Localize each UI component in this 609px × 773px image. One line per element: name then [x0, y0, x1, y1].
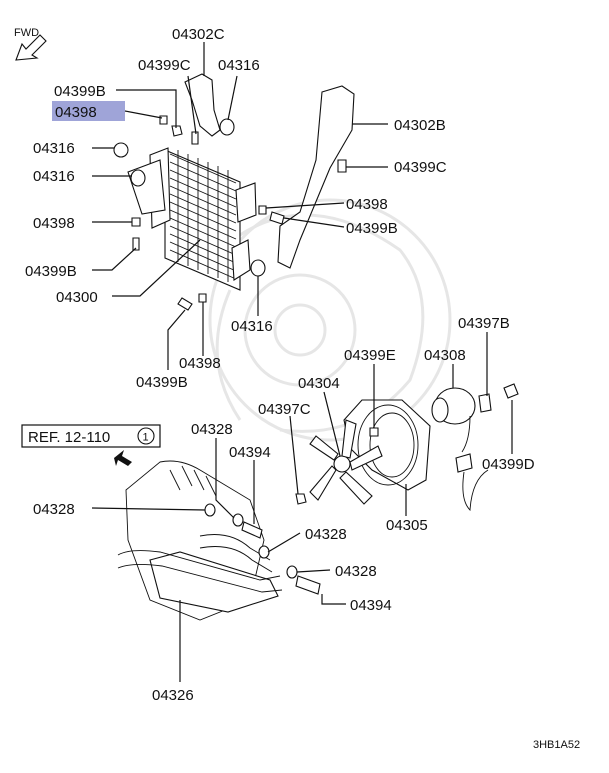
bolt-04394-a [241, 521, 263, 539]
oil-cooler-pipes [117, 534, 283, 613]
bolt-04399b-top [171, 125, 183, 137]
label-04398-left[interactable]: 04398 [33, 215, 75, 232]
label-04398-bottom[interactable]: 04398 [179, 355, 221, 372]
label-04394-a[interactable]: 04394 [229, 444, 271, 461]
ref-box[interactable]: REF. 12-110 1 [21, 424, 161, 448]
label-04328-c[interactable]: 04328 [305, 526, 347, 543]
label-04399c-right[interactable]: 04399C [394, 159, 447, 176]
ref-circle-number: 1 [143, 432, 149, 444]
bolt-04399c-right [337, 159, 347, 173]
label-04399b-left[interactable]: 04399B [25, 263, 77, 280]
oil-cooler-core [149, 147, 257, 291]
label-04399d[interactable]: 04399D [482, 456, 535, 473]
label-04316-top[interactable]: 04316 [218, 57, 260, 74]
label-04397b[interactable]: 04397B [458, 315, 510, 332]
label-04316-mid[interactable]: 04316 [231, 318, 273, 335]
label-04302b[interactable]: 04302B [394, 117, 446, 134]
label-04300[interactable]: 04300 [56, 289, 98, 306]
label-04304[interactable]: 04304 [298, 375, 340, 392]
fwd-label: FWD [14, 27, 39, 39]
bolt-04399b-left [132, 237, 140, 251]
bolt-04399b-right [269, 211, 285, 225]
label-04399b-right[interactable]: 04399B [346, 220, 398, 237]
label-04328-a[interactable]: 04328 [191, 421, 233, 438]
label-04398-selected[interactable]: 04398 [55, 104, 97, 121]
fan-motor [431, 383, 519, 512]
engine-block [125, 460, 265, 621]
screw-04399e [369, 427, 379, 437]
collar-04398-left [131, 217, 141, 227]
gasket-04328-c [258, 545, 270, 559]
label-04399b-top[interactable]: 04399B [54, 83, 106, 100]
gasket-04328-a [232, 513, 244, 527]
label-04398-right[interactable]: 04398 [346, 196, 388, 213]
label-04394-b[interactable]: 04394 [350, 597, 392, 614]
bushing-04316-mid [250, 259, 266, 277]
bushing-04316-top [219, 118, 235, 136]
bushing-04316-left-a [113, 142, 129, 158]
gasket-04328-b [204, 503, 216, 517]
fan-shroud [343, 399, 431, 491]
selected-part-highlight [52, 101, 125, 121]
bracket-04302b [277, 85, 355, 269]
label-04397c[interactable]: 04397C [258, 401, 311, 418]
label-04326[interactable]: 04326 [152, 687, 194, 704]
label-04305[interactable]: 04305 [386, 517, 428, 534]
bolt-04394-b [295, 575, 321, 595]
label-04302c[interactable]: 04302C [172, 26, 225, 43]
label-04308[interactable]: 04308 [424, 347, 466, 364]
leader-lines [91, 42, 513, 682]
ref-label: REF. 12-110 [28, 429, 110, 446]
gasket-04328-d [286, 565, 298, 579]
label-04399e[interactable]: 04399E [344, 347, 396, 364]
label-04316-b[interactable]: 04316 [33, 168, 75, 185]
part-labels: 04302C 04399C 04316 04399B 04398 04302B … [25, 26, 535, 704]
collar-04398-top [159, 115, 168, 125]
left-bracket [127, 159, 166, 215]
collar-04398-bottom [198, 293, 207, 303]
bolt-04399b-bottom [177, 297, 193, 311]
label-04399b-bottom[interactable]: 04399B [136, 374, 188, 391]
ref-arrow-icon [114, 450, 132, 466]
fan-blade [309, 419, 383, 505]
label-04328-b[interactable]: 04328 [33, 501, 75, 518]
bolt-04399c-top [191, 131, 199, 145]
collar-04398-right [258, 205, 267, 215]
label-04328-d[interactable]: 04328 [335, 563, 377, 580]
drawing-code: 3HB1A52 [533, 739, 580, 751]
fwd-arrow-icon [15, 34, 47, 61]
bushing-04316-left-b [130, 169, 146, 187]
bracket-04302c [184, 73, 221, 137]
label-04399c-top[interactable]: 04399C [138, 57, 191, 74]
nut-04397c [295, 493, 307, 505]
label-04316-a[interactable]: 04316 [33, 140, 75, 157]
